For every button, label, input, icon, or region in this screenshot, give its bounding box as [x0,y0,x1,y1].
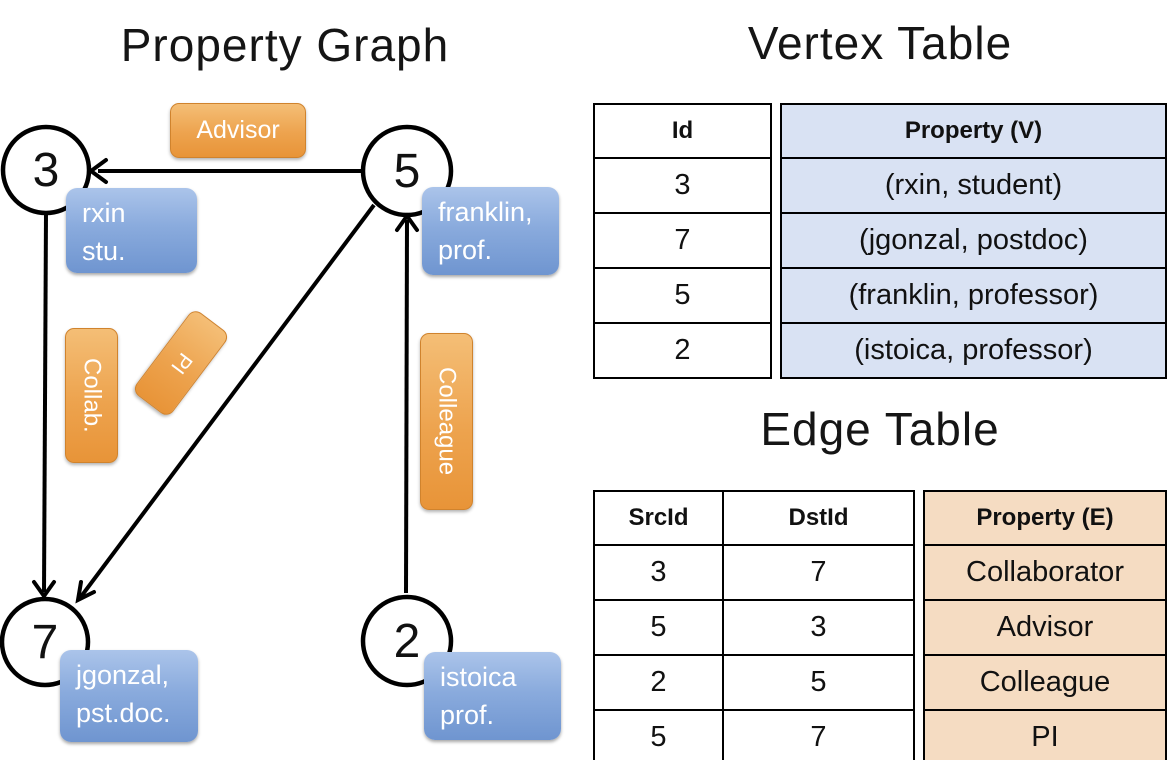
edge-property-cell: Collaborator [925,546,1165,599]
vertex-table: Id 3 7 5 2 Property (V) (rxin, student) … [593,103,1167,379]
vertex-prop-line: prof. [440,700,495,731]
vertex-id-cell: 7 [674,224,691,256]
edge-srcid-cell: 2 [650,666,667,698]
edge-table-title: Edge Table [760,403,1000,455]
vertex-prop-box-5: franklin, prof. [422,187,559,275]
vertex-prop-box-3: rxin stu. [66,188,197,273]
table-row: Collaborator [925,544,1165,599]
arrowhead-into-7-right-icon [75,580,96,604]
edge-property-cell: Advisor [925,601,1165,654]
edge-table-header-dstid: DstId [722,492,913,544]
node-id-2: 2 [393,614,421,668]
table-row: (rxin, student) [782,157,1165,212]
vertex-property-cell: (rxin, student) [782,159,1165,212]
edge-label-collab: Collab. [65,328,118,463]
vertex-table-id-column: Id 3 7 5 2 [593,103,772,379]
table-row: 3 [595,157,770,212]
vertex-prop-line: rxin [82,198,126,228]
vertex-table-property-column: Property (V) (rxin, student) (jgonzal, p… [780,103,1167,379]
table-row: 2 [595,322,770,377]
table-row: 3 7 [595,544,913,599]
node-id-3: 3 [32,143,60,197]
table-row: Advisor [925,599,1165,654]
table-row: 2 5 [595,654,913,709]
arrowhead-into-7-left-icon [32,580,56,600]
arrowhead-into-3-icon [87,158,108,184]
table-row: (istoica, professor) [782,322,1165,377]
property-graph-title: Property Graph [120,19,450,71]
table-row: 5 [595,267,770,322]
arrowhead-into-5-icon [395,212,419,232]
node-id-5: 5 [393,144,421,198]
vertex-prop-line: prof. [438,235,493,266]
edge-property-cell: PI [925,711,1165,760]
vertex-prop-box-7: jgonzal, pst.doc. [60,650,198,742]
edge-label-advisor: Advisor [170,103,306,158]
vertex-id-cell: 2 [674,334,691,366]
edge-dstid-cell: 7 [722,546,913,599]
vertex-id-cell: 3 [674,169,691,201]
edge-table-header-property: Property (E) [925,492,1165,544]
vertex-property-cell: (istoica, professor) [782,324,1165,377]
vertex-prop-line: jgonzal, [76,660,170,690]
vertex-prop-line: pst.doc. [76,698,171,729]
edge-property-cell: Colleague [925,656,1165,709]
edge-colleague-line [404,219,409,594]
table-row: Colleague [925,654,1165,709]
edge-srcid-cell: 3 [650,556,667,588]
vertex-prop-line: stu. [82,236,126,267]
vertex-property-cell: (franklin, professor) [782,269,1165,322]
edge-table-id-columns: SrcId DstId 3 7 5 3 2 5 5 7 [593,490,915,760]
vertex-id-cell: 5 [674,279,691,311]
edge-table-property-column: Property (E) Collaborator Advisor Collea… [923,490,1167,760]
node-id-7: 7 [31,615,59,669]
vertex-prop-box-2: istoica prof. [424,652,561,740]
vertex-table-header-id: Id [671,117,694,144]
edge-table-header-srcid: SrcId [628,504,689,531]
table-row: 5 7 [595,709,913,760]
vertex-table-header-property: Property (V) [782,105,1165,157]
edge-pi-line [78,203,376,600]
vertex-property-cell: (jgonzal, postdoc) [782,214,1165,267]
edge-srcid-cell: 5 [650,721,667,753]
table-row: (jgonzal, postdoc) [782,212,1165,267]
table-row: 7 [595,212,770,267]
edge-dstid-cell: 7 [722,711,913,760]
edge-dstid-cell: 3 [722,601,913,654]
edge-table: SrcId DstId 3 7 5 3 2 5 5 7 Property (E)… [593,490,1167,760]
vertex-table-title: Vertex Table [747,17,1013,69]
vertex-prop-line: istoica [440,662,517,692]
edge-collab-line [42,212,48,593]
edge-srcid-cell: 5 [650,611,667,643]
vertex-prop-line: franklin, [438,197,533,227]
table-row: PI [925,709,1165,760]
table-row: 5 3 [595,599,913,654]
table-row: (franklin, professor) [782,267,1165,322]
edge-label-colleague: Colleague [420,333,473,510]
edge-dstid-cell: 5 [722,656,913,709]
